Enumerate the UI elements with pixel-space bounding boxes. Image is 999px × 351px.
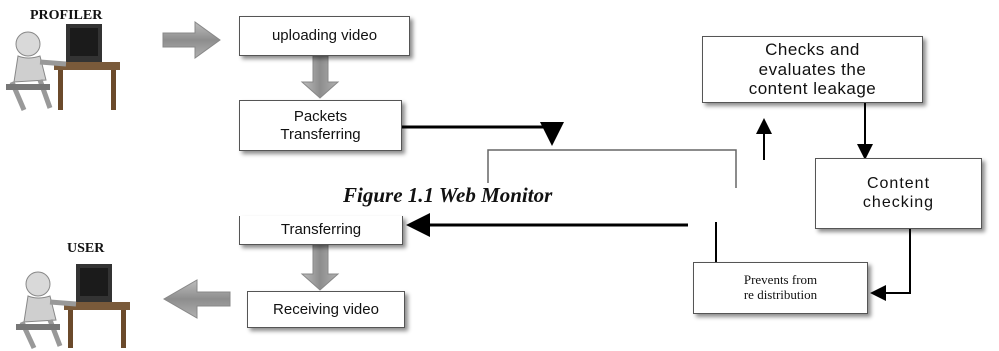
user-figure-icon xyxy=(16,264,130,350)
figure-caption: Figure 1.1 Web Monitor xyxy=(339,183,557,208)
transferring-label: Transferring xyxy=(280,221,362,239)
receiving-video-node: Receiving video xyxy=(247,291,405,328)
checks-evaluates-label: Checks and evaluates the content leakage xyxy=(748,40,877,99)
block-arrow-left xyxy=(162,279,231,319)
user-label: USER xyxy=(67,241,105,256)
block-arrow-down-2 xyxy=(300,243,340,291)
web-monitor-box xyxy=(487,149,737,188)
block-arrow-right xyxy=(162,21,221,59)
connector-content-prevents xyxy=(870,229,911,301)
prevents-redistribution-node: Prevents from re distribution xyxy=(693,262,868,314)
content-checking-node: Content checking xyxy=(815,158,982,229)
content-checking-label: Content checking xyxy=(862,175,935,211)
packets-transferring-label: Packets Transferring xyxy=(280,108,361,143)
uploading-video-node: uploading video xyxy=(239,16,410,56)
block-arrow-down-1 xyxy=(300,55,340,99)
receiving-video-label: Receiving video xyxy=(273,300,379,318)
prevents-redistribution-label: Prevents from re distribution xyxy=(743,272,818,302)
connector-packets-monitor xyxy=(402,122,564,146)
profiler-figure-icon xyxy=(6,24,120,111)
checks-evaluates-node: Checks and evaluates the content leakage xyxy=(702,36,923,103)
packets-transferring-node: Packets Transferring xyxy=(239,100,402,151)
transferring-node: Transferring xyxy=(239,216,403,245)
uploading-video-label: uploading video xyxy=(271,27,378,45)
profiler-label: PROFILER xyxy=(30,8,103,23)
